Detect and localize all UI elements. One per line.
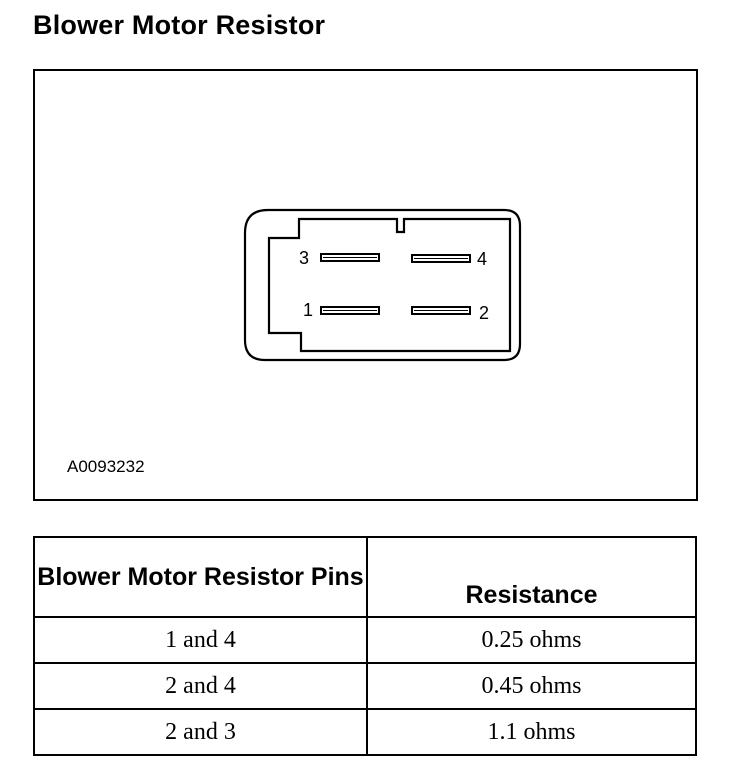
pin-label-1: 1 [303, 300, 313, 320]
connector-inner-outline [267, 217, 512, 353]
pin-label-2: 2 [479, 303, 489, 323]
page-title: Blower Motor Resistor [33, 10, 326, 40]
pins-cell: 2 and 3 [33, 708, 368, 756]
column-header-resistance: Resistance [366, 536, 697, 618]
terminal-2 [411, 306, 471, 315]
table-row: 2 and 3 1.1 ohms [33, 708, 697, 756]
table-row: 1 and 4 0.25 ohms [33, 616, 697, 664]
table-row: 2 and 4 0.45 ohms [33, 662, 697, 710]
resistance-cell: 0.25 ohms [366, 616, 697, 664]
terminal-hatching [323, 257, 468, 311]
terminal-4 [411, 254, 471, 263]
connector-housing [243, 208, 522, 362]
terminal-3 [320, 253, 380, 262]
connector-diagram: 3 4 1 2 A0093232 [33, 69, 698, 501]
resistance-table: Blower Motor Resistor Pins Resistance 1 … [33, 536, 697, 756]
table-header-row: Blower Motor Resistor Pins Resistance [33, 536, 697, 618]
pin-label-3: 3 [299, 248, 309, 268]
figure-id: A0093232 [67, 457, 145, 476]
pins-cell: 1 and 4 [33, 616, 368, 664]
connector-drawing: 3 4 1 2 [243, 208, 522, 362]
resistance-cell: 1.1 ohms [366, 708, 697, 756]
terminal-1 [320, 306, 380, 315]
resistance-cell: 0.45 ohms [366, 662, 697, 710]
column-header-pins: Blower Motor Resistor Pins [33, 536, 368, 618]
pins-cell: 2 and 4 [33, 662, 368, 710]
pin-label-4: 4 [477, 249, 487, 269]
